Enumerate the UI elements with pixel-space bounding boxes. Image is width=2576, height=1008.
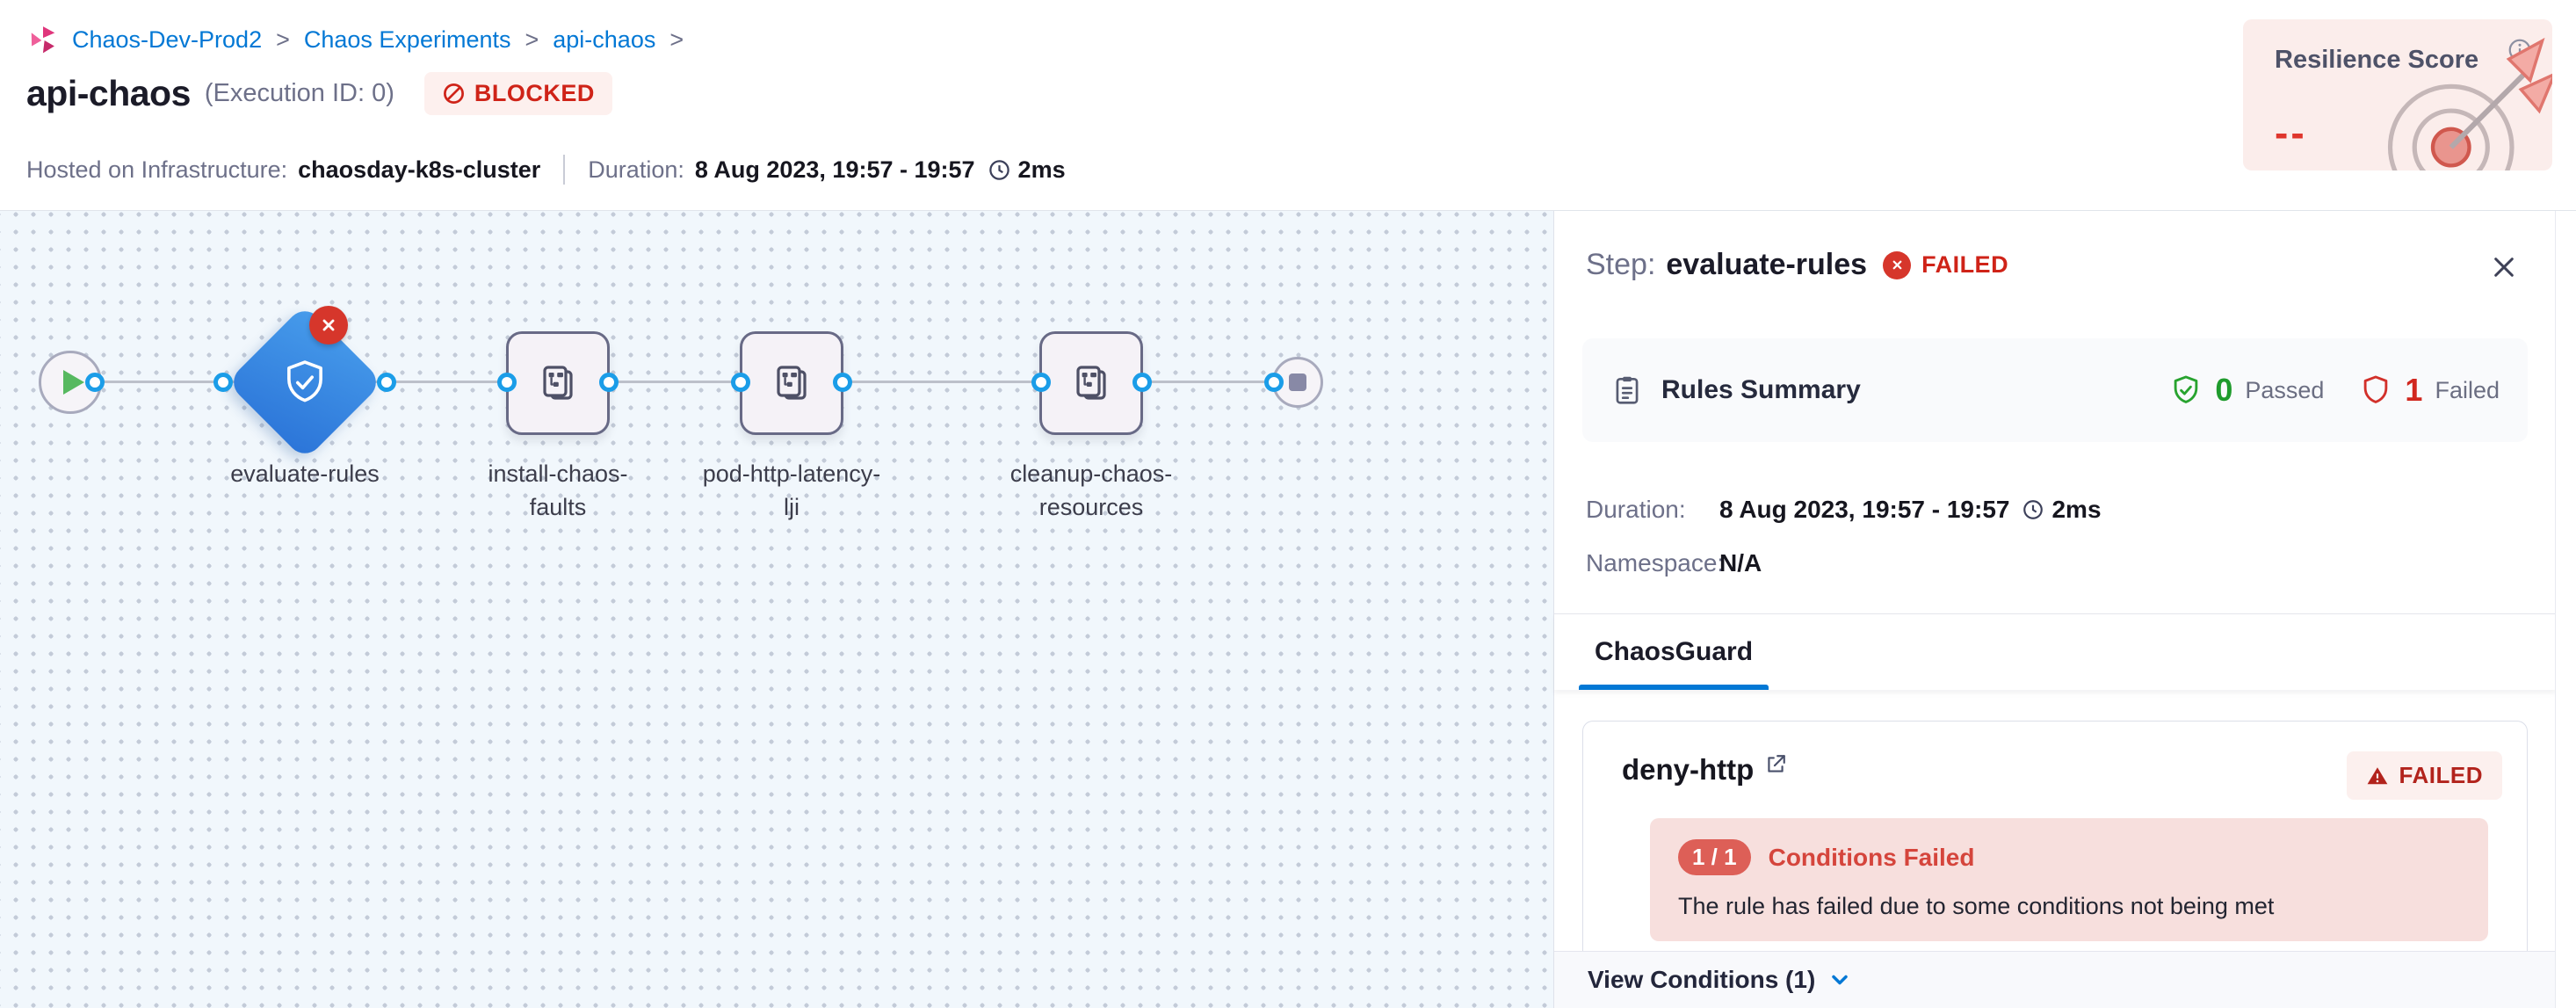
infrastructure-label: Hosted on Infrastructure: (26, 156, 288, 183)
step-node-pod-http-latency[interactable] (740, 331, 843, 435)
blocked-icon (443, 83, 464, 104)
shield-passed-icon (2174, 375, 2198, 403)
rule-card-footer: View Conditions (1) (1554, 951, 2556, 1008)
warning-triangle-icon (2367, 766, 2387, 784)
breadcrumb: Chaos-Dev-Prod2 > Chaos Experiments > ap… (26, 23, 685, 56)
view-conditions-toggle[interactable]: View Conditions (1) (1588, 966, 1852, 994)
rule-card-deny-http: deny-http FAILED 1 / 1 Conditio (1582, 721, 2528, 951)
step-node-install-chaos-faults[interactable] (506, 331, 610, 435)
active-tab-underline (1579, 685, 1769, 690)
step-status: FAILED (1921, 251, 2009, 278)
panel-scrollbar-gutter[interactable] (2555, 211, 2576, 1008)
divider (1554, 613, 2556, 614)
failed-label: Failed (2435, 376, 2500, 403)
page-header: Chaos-Dev-Prod2 > Chaos Experiments > ap… (0, 0, 2576, 211)
resilience-score-title: Resilience Score (2275, 46, 2479, 74)
step-failed-badge-icon (309, 306, 348, 344)
pipeline-canvas[interactable]: evaluate-rules install-chaos-faults pod-… (0, 211, 1553, 1008)
target-arrow-illustration (2380, 37, 2552, 170)
execution-id: (Execution ID: 0) (204, 79, 394, 107)
play-icon (63, 370, 84, 395)
breadcrumb-link-experiment[interactable]: api-chaos (553, 25, 656, 53)
connector-dot (85, 373, 105, 392)
namespace-label: Namespace: (1586, 549, 1725, 577)
conditions-failed-title: Conditions Failed (1768, 843, 1975, 871)
page-title: api-chaos (26, 73, 191, 113)
connector-dot (599, 373, 619, 392)
breadcrumb-separator: > (525, 25, 539, 53)
step-node-evaluate-rules[interactable] (226, 303, 384, 461)
passed-label: Passed (2245, 376, 2325, 403)
duration-value: 8 Aug 2023, 19:57 - 19:57 (694, 156, 975, 183)
rule-status-badge: FAILED (2346, 751, 2502, 800)
divider (563, 155, 566, 185)
resilience-score-value: -- (2275, 110, 2307, 156)
passed-count: 0 (2215, 372, 2233, 408)
step-template-icon (543, 366, 573, 400)
conditions-ratio-badge: 1 / 1 (1678, 839, 1751, 875)
rule-name-link[interactable]: deny-http (1622, 753, 1755, 786)
resilience-score-card: Resilience Score -- (2243, 19, 2552, 170)
clock-icon (2022, 498, 2044, 521)
breadcrumb-separator: > (669, 25, 684, 53)
clipboard-icon (1616, 376, 1639, 404)
failed-count: 1 (2405, 372, 2423, 408)
connector-dot (213, 373, 233, 392)
step-node-cleanup-chaos-resources[interactable] (1039, 331, 1143, 435)
breadcrumb-link-project[interactable]: Chaos-Dev-Prod2 (72, 25, 263, 53)
tab-chaosguard[interactable]: ChaosGuard (1595, 637, 1754, 666)
namespace-value: N/A (1719, 549, 1762, 577)
clock-icon (988, 158, 1011, 182)
step-label: Step: (1586, 248, 1656, 281)
stop-icon (1289, 373, 1306, 391)
step-details-panel: Step: evaluate-rules FAILED Rules Summar… (1553, 211, 2556, 1008)
connector-dot (1031, 373, 1051, 392)
close-icon[interactable] (2488, 251, 2520, 283)
node-label: evaluate-rules (230, 460, 380, 487)
duration-ms: 2ms (1017, 156, 1066, 183)
rules-summary-title: Rules Summary (1661, 375, 1861, 404)
chevron-down-icon (1832, 975, 1849, 985)
connector-dot (497, 373, 517, 392)
infrastructure-value: chaosday-k8s-cluster (298, 156, 541, 183)
shield-failed-icon (2364, 375, 2388, 403)
connector-dot (833, 373, 852, 392)
node-label: install-chaos-faults (488, 460, 628, 520)
chaos-module-icon (26, 23, 60, 56)
external-link-icon[interactable] (1764, 753, 1787, 780)
rules-summary-card: Rules Summary 0 Passed 1 Failed (1582, 338, 2528, 442)
duration-ms: 2ms (2051, 496, 2102, 523)
connector-dot (1132, 373, 1152, 392)
pipeline-edge (70, 381, 1298, 383)
conditions-failed-alert: 1 / 1 Conditions Failed The rule has fai… (1650, 818, 2488, 941)
duration-label: Duration: (1586, 496, 1686, 523)
connector-dot (377, 373, 396, 392)
node-label: pod-http-latency-lji (702, 460, 881, 520)
node-label: cleanup-chaos-resources (1009, 460, 1173, 520)
shield-check-icon (287, 360, 322, 402)
step-template-icon (777, 366, 807, 400)
conditions-failed-message: The rule has failed due to some conditio… (1678, 893, 2275, 919)
step-template-icon (1076, 366, 1106, 400)
connector-dot (731, 373, 750, 392)
execution-meta: Hosted on Infrastructure: chaosday-k8s-c… (26, 155, 1066, 185)
status-badge-blocked: BLOCKED (423, 72, 612, 115)
error-circle-icon (1883, 250, 1912, 279)
tab-bar: ChaosGuard (1554, 614, 2556, 690)
duration-label: Duration: (588, 156, 684, 183)
step-name: evaluate-rules (1666, 248, 1868, 281)
duration-value: 8 Aug 2023, 19:57 - 19:57 2ms (1719, 496, 2102, 523)
breadcrumb-separator: > (276, 25, 290, 53)
breadcrumb-link-experiments[interactable]: Chaos Experiments (303, 25, 511, 53)
connector-dot (1264, 373, 1284, 392)
